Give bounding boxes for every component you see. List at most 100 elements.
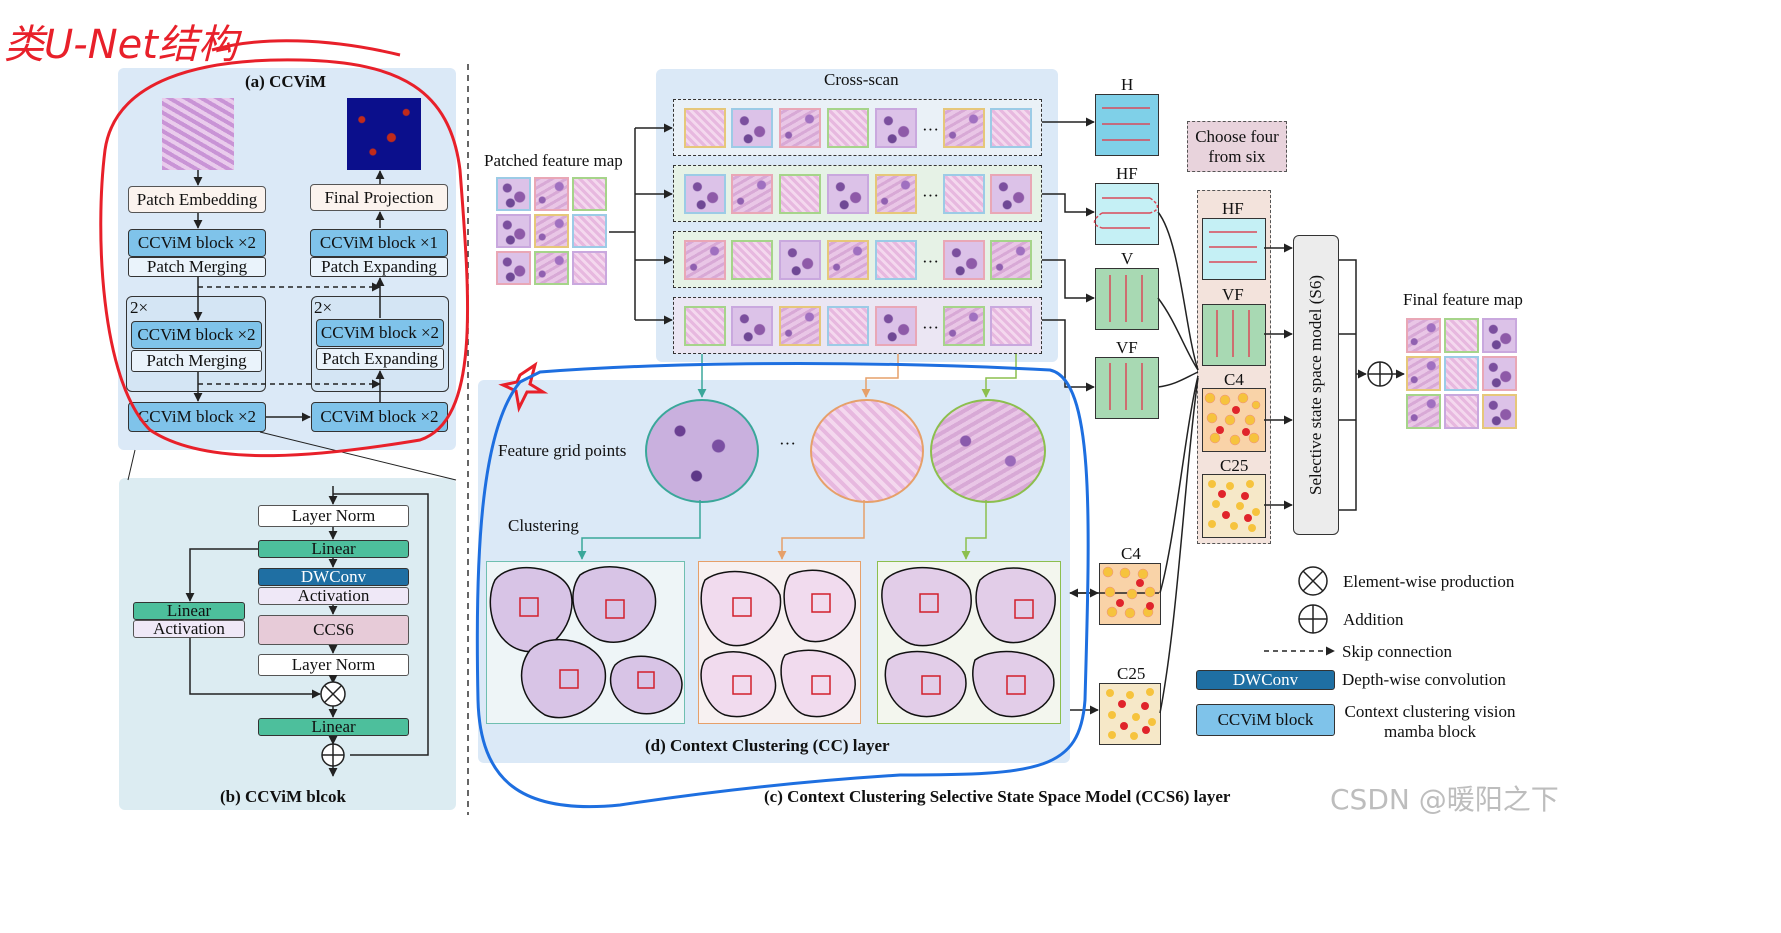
final-feature-tile [1444, 318, 1479, 353]
scan-row-tile [943, 174, 985, 214]
legend-dwconv-desc: Depth-wise convolution [1342, 670, 1506, 689]
final-feature-tile [1406, 356, 1441, 391]
patched-feature-tile [496, 214, 531, 248]
scan-row-tile [943, 240, 985, 280]
scan-row-2-ellipsis: ··· [922, 186, 939, 205]
linear-2: Linear [258, 717, 409, 736]
encoder-ccvim-block-2: CCViM block ×2 [131, 321, 262, 349]
legend-addition-label: Addition [1343, 610, 1404, 629]
scan-vf-box [1095, 357, 1159, 419]
selected-label-c4: C4 [1224, 370, 1244, 389]
selected-vf-box [1202, 304, 1266, 366]
scan-row-tile [827, 108, 869, 148]
scan-row-tile [990, 108, 1032, 148]
c4-red-dots [1116, 406, 1250, 610]
patched-feature-tile [534, 251, 569, 285]
scan-label-vf: VF [1116, 338, 1138, 357]
s6-block [1293, 235, 1339, 535]
legend-dwconv-tag: DWConv [1196, 670, 1335, 690]
scan-row-tile [827, 306, 869, 346]
choose-four-from-six: Choose four from six [1187, 121, 1287, 172]
layer-norm-1: Layer Norm [258, 505, 409, 527]
legend-element-wise-icon [1298, 566, 1328, 596]
repeat-label-right: 2× [314, 298, 333, 317]
scan-pattern-glyphs [1093, 107, 1257, 410]
patched-feature-tile [496, 251, 531, 285]
patched-feature-tile [534, 177, 569, 211]
scan-row-tile [875, 174, 917, 214]
patch-embedding-box: Patch Embedding [128, 186, 266, 213]
final-feature-map-label: Final feature map [1403, 290, 1523, 309]
cc-output-label-c4: C4 [1121, 544, 1141, 563]
cc-output-label-c25: C25 [1117, 664, 1146, 683]
selected-label-c25: C25 [1220, 456, 1249, 475]
scan-h-box [1095, 94, 1159, 156]
scan-row-tile [827, 240, 869, 280]
grid-points-ellipsis: ··· [779, 434, 796, 453]
scan-label-hf: HF [1116, 164, 1138, 183]
linear-1: Linear [258, 539, 409, 558]
scan-row-tile [684, 240, 726, 280]
legend-ccvim-desc: Context clustering vision mamba block [1344, 702, 1516, 741]
scan-row-tile [731, 108, 773, 148]
addition-op [321, 743, 345, 767]
scan-row-tile [875, 240, 917, 280]
grid-circle-2 [810, 399, 924, 503]
scan-hf-box [1095, 183, 1159, 245]
final-feature-tile [1406, 394, 1441, 429]
scan-row-tile [990, 306, 1032, 346]
scan-row-1-ellipsis: ··· [922, 120, 939, 139]
scan-row-tile [990, 174, 1032, 214]
dwconv-box: DWConv [258, 567, 409, 586]
patch-merging-1: Patch Merging [128, 257, 266, 277]
scan-row-tile [684, 174, 726, 214]
feature-grid-points-label: Feature grid points [498, 441, 627, 460]
patched-feature-tile [496, 177, 531, 211]
watermark: CSDN @暖阳之下 [1330, 783, 1559, 816]
scan-row-tile [875, 306, 917, 346]
legend-skip-label: Skip connection [1342, 642, 1453, 661]
scan-row-tile [990, 240, 1032, 280]
decoder-ccvim-block-2: CCViM block ×2 [316, 319, 444, 347]
panel-b-title: (b) CCViM blcok [220, 787, 346, 806]
panel-c-title: (c) Context Clustering Selective State S… [764, 787, 1231, 806]
patched-feature-tile [534, 214, 569, 248]
c4-dots [1102, 392, 1261, 619]
handwritten-note: 类U-Net结构 [4, 22, 238, 68]
bottleneck-block-right: CCViM block ×2 [311, 402, 448, 432]
linear-side: Linear [133, 601, 245, 620]
element-wise-op [320, 681, 346, 707]
patch-expanding-1: Patch Expanding [310, 257, 448, 277]
scan-row-tile [684, 108, 726, 148]
panel-a-arrows [193, 170, 385, 422]
encoder-ccvim-block-1: CCViM block ×2 [128, 229, 266, 257]
final-feature-tile [1444, 394, 1479, 429]
scan-label-v: V [1121, 249, 1134, 268]
final-addition-op [1367, 361, 1393, 387]
scan-row-tile [779, 240, 821, 280]
final-projection-box: Final Projection [310, 184, 448, 211]
choose-label: Choose four from six [1195, 126, 1279, 166]
cross-scan-title: Cross-scan [824, 70, 899, 89]
patch-expanding-2: Patch Expanding [316, 348, 444, 370]
scan-row-tile [731, 240, 773, 280]
scan-row-tile [779, 108, 821, 148]
c25-dots [1106, 480, 1260, 740]
patched-feature-tile [572, 177, 607, 211]
selected-hf-box [1202, 218, 1266, 280]
scan-row-4-ellipsis: ··· [922, 318, 939, 337]
c25-red-dots [1118, 490, 1252, 734]
final-feature-tile [1482, 356, 1517, 391]
scan-row-tile [731, 174, 773, 214]
bottleneck-block-left: CCViM block ×2 [128, 402, 266, 432]
scan-row-tile [943, 306, 985, 346]
patched-feature-tile [572, 214, 607, 248]
final-feature-tile [1482, 394, 1517, 429]
panel-b-arrows [185, 486, 429, 777]
scan-row-tile [779, 306, 821, 346]
blue-hand-outline [475, 362, 1090, 809]
scan-row-tile [684, 306, 726, 346]
grid-circle-3 [930, 399, 1046, 503]
scan-label-h: H [1121, 75, 1134, 94]
